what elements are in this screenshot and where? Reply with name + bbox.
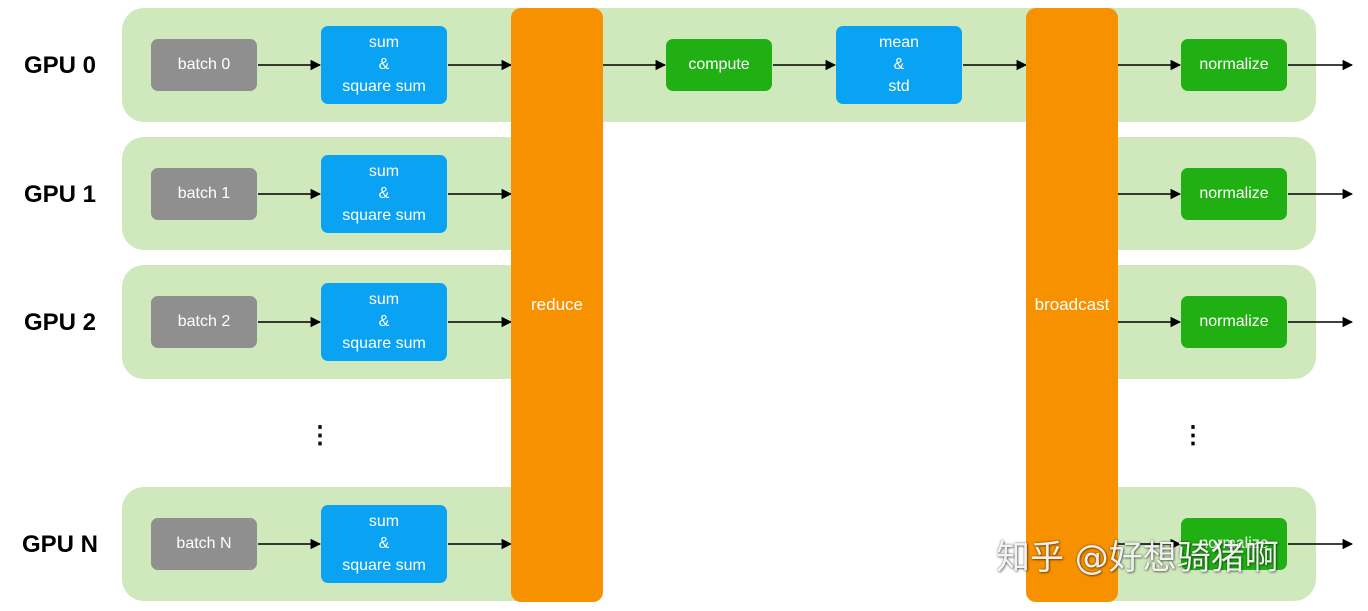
gpu-2-label: GPU 2 [23, 309, 97, 336]
sum-line-3: square sum [342, 557, 426, 574]
mean-std-box: mean & std [836, 26, 962, 104]
sum-square-sum-box-gpu-2: sum & square sum [321, 283, 447, 361]
ellipsis-right: ⋮ [1181, 422, 1205, 449]
batch-0-box: batch 0 [151, 39, 257, 91]
sum-line-1: sum [368, 291, 400, 308]
sum-line-2: & [378, 185, 390, 202]
sum-square-sum-box-gpu-1: sum & square sum [321, 155, 447, 233]
sum-line-1: sum [368, 513, 400, 530]
compute-box: compute [666, 39, 772, 91]
normalize-box-gpu-n: normalize [1181, 518, 1287, 570]
batch-n-box: batch N [151, 518, 257, 570]
normalize-box-gpu-1: normalize [1181, 168, 1287, 220]
sum-square-sum-box-gpu-0: sum & square sum [321, 26, 447, 104]
ellipsis-left: ⋮ [308, 422, 332, 449]
gpu-1-label: GPU 1 [23, 181, 97, 208]
reduce-label: reduce [531, 295, 583, 314]
sum-line-3: square sum [342, 78, 426, 95]
sum-square-sum-box-gpu-n: sum & square sum [321, 505, 447, 583]
sum-line-1: sum [368, 163, 400, 180]
sum-line-2: & [378, 56, 390, 73]
gpu-n-label: GPU N [21, 531, 98, 558]
sum-line-2: & [378, 535, 390, 552]
sum-line-1: sum [368, 34, 400, 51]
mean-std-line-1: mean [878, 34, 920, 51]
broadcast-bar: broadcast [1026, 8, 1118, 602]
sum-line-3: square sum [342, 207, 426, 224]
sum-line-3: square sum [342, 335, 426, 352]
normalize-box-gpu-2: normalize [1181, 296, 1287, 348]
reduce-bar: reduce [511, 8, 603, 602]
mean-std-line-3: std [888, 78, 910, 95]
sum-line-2: & [378, 313, 390, 330]
mean-std-line-2: & [893, 56, 905, 73]
normalize-box-gpu-0: normalize [1181, 39, 1287, 91]
gpu-0-label: GPU 0 [23, 52, 97, 79]
batch-1-box: batch 1 [151, 168, 257, 220]
watermark-text: 知乎 @好想骑猪啊 [996, 538, 1279, 578]
batch-2-box: batch 2 [151, 296, 257, 348]
broadcast-label: broadcast [1034, 295, 1110, 314]
